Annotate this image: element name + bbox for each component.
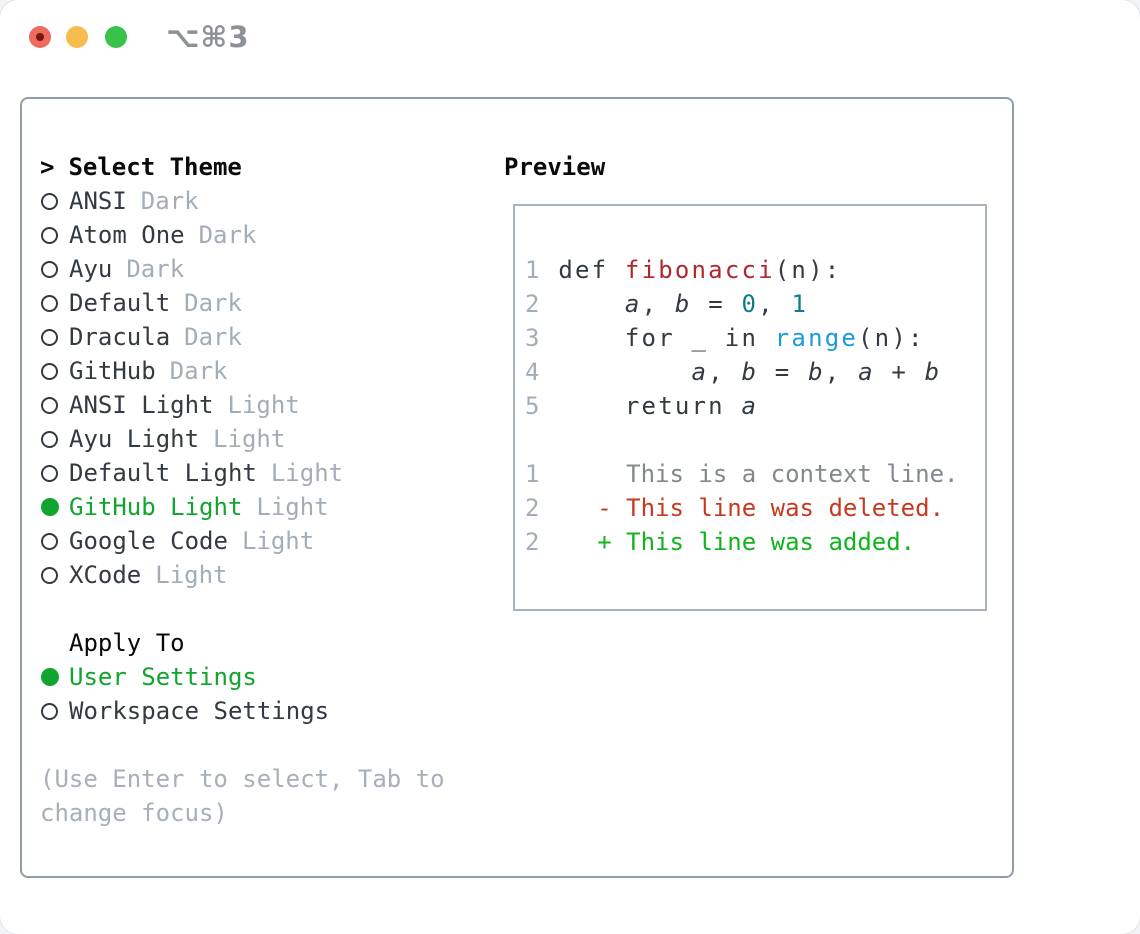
spacer [40, 592, 500, 626]
python-code-block: 1 def fibonacci(n): 2 a, b = 0, 1 3 for _ … [525, 253, 977, 423]
theme-option[interactable]: GitHub Light Light [40, 490, 500, 524]
theme-option[interactable]: Default Dark [40, 286, 500, 320]
theme-name: GitHub [69, 357, 156, 385]
theme-option[interactable]: Ayu Light Light [40, 422, 500, 456]
theme-option[interactable]: Dracula Dark [40, 320, 500, 354]
apply-to-list: User Settings Workspace Settings [40, 660, 500, 728]
radio-icon [41, 226, 58, 244]
diff-line-context: 1 This is a context line. [525, 460, 959, 488]
theme-variant-label: Light [256, 493, 329, 521]
line-number: 2 [525, 290, 559, 318]
code-line: 1 def fibonacci(n): [525, 256, 842, 284]
theme-name: Ayu [69, 255, 113, 283]
spacer [40, 728, 500, 762]
theme-name: ANSI [69, 187, 127, 215]
code-preview-box: 1 def fibonacci(n): 2 a, b = 0, 1 3 for _ … [513, 204, 987, 611]
line-number: 2 [525, 494, 540, 522]
zoom-window-icon[interactable] [105, 26, 127, 48]
radio-icon [41, 430, 58, 448]
diff-line-added: 2 + This line was added. [525, 528, 916, 556]
theme-option[interactable]: XCode Light [40, 558, 500, 592]
theme-variant-label: Light [241, 527, 315, 555]
radio-selected-icon [41, 668, 59, 686]
radio-icon [41, 532, 58, 550]
code-line: 5 return a [525, 392, 759, 420]
theme-variant-label: Dark [169, 357, 228, 385]
theme-option[interactable]: GitHub Dark [40, 354, 500, 388]
code-line: 3 for _ in range(n): [525, 324, 925, 352]
theme-name: XCode [69, 561, 142, 589]
theme-variant-label: Light [155, 561, 228, 589]
line-number: 4 [525, 358, 559, 386]
theme-option[interactable]: Ayu Dark [40, 252, 500, 286]
theme-name: Ayu Light [69, 425, 200, 453]
select-theme-header: Select Theme [68, 153, 242, 181]
radio-icon [41, 566, 58, 584]
spacer [525, 423, 977, 457]
hint-line-2: change focus) [40, 799, 228, 827]
theme-option[interactable]: Default Light Light [40, 456, 500, 490]
preview-header: Preview [504, 153, 606, 181]
radio-icon [41, 328, 58, 346]
apply-to-header: Apply To [69, 629, 185, 657]
radio-icon [41, 294, 58, 312]
radio-icon [41, 192, 58, 210]
theme-option[interactable]: ANSI Dark [40, 184, 500, 218]
minimize-window-icon[interactable] [66, 26, 88, 48]
line-number: 5 [525, 392, 559, 420]
apply-to-option[interactable]: User Settings [40, 660, 500, 694]
theme-variant-label: Dark [184, 323, 242, 351]
line-number: 2 [525, 528, 540, 556]
hint-line-1: (Use Enter to select, Tab to [40, 765, 445, 793]
theme-variant-label: Light [227, 391, 300, 419]
titlebar: ⌥⌘3 [0, 0, 1140, 74]
theme-name: Google Code [69, 527, 228, 555]
window-title: ⌥⌘3 [166, 20, 250, 54]
diff-line-deleted: 2 - This line was deleted. [525, 494, 945, 522]
theme-option[interactable]: Google Code Light [40, 524, 500, 558]
theme-variant-label: Dark [198, 221, 257, 249]
line-number: 1 [525, 256, 559, 284]
code-line: 2 a, b = 0, 1 [525, 290, 809, 318]
radio-icon [41, 464, 58, 482]
apply-to-label: User Settings [69, 663, 257, 691]
radio-icon [41, 702, 58, 720]
apply-to-option[interactable]: Workspace Settings [40, 694, 500, 728]
diff-block: 1 This is a context line. 2 - This line w… [525, 457, 977, 559]
theme-name: Atom One [69, 221, 185, 249]
theme-name: GitHub Light [69, 493, 243, 521]
radio-icon [41, 260, 58, 278]
apply-to-label: Workspace Settings [69, 697, 330, 725]
theme-option[interactable]: ANSI Light Light [40, 388, 500, 422]
code-line: 4 a, b = b, a + b [525, 358, 942, 386]
theme-name: Dracula [69, 323, 171, 351]
theme-variant-label: Dark [184, 289, 242, 317]
select-theme-header-row: > Select Theme [40, 150, 500, 184]
theme-variant-label: Dark [140, 187, 199, 215]
radio-icon [41, 396, 58, 414]
theme-name: Default Light [69, 459, 257, 487]
cursor-caret-icon: > [40, 153, 55, 181]
theme-variant-label: Dark [126, 255, 185, 283]
theme-name: ANSI Light [69, 391, 214, 419]
line-number: 3 [525, 324, 559, 352]
theme-name: Default [69, 289, 171, 317]
theme-variant-label: Light [213, 425, 286, 453]
theme-option[interactable]: Atom One Dark [40, 218, 500, 252]
radio-icon [41, 362, 58, 380]
close-window-icon[interactable] [29, 26, 51, 48]
radio-selected-icon [41, 498, 59, 516]
theme-variant-label: Light [270, 459, 344, 487]
line-number: 1 [525, 460, 540, 488]
